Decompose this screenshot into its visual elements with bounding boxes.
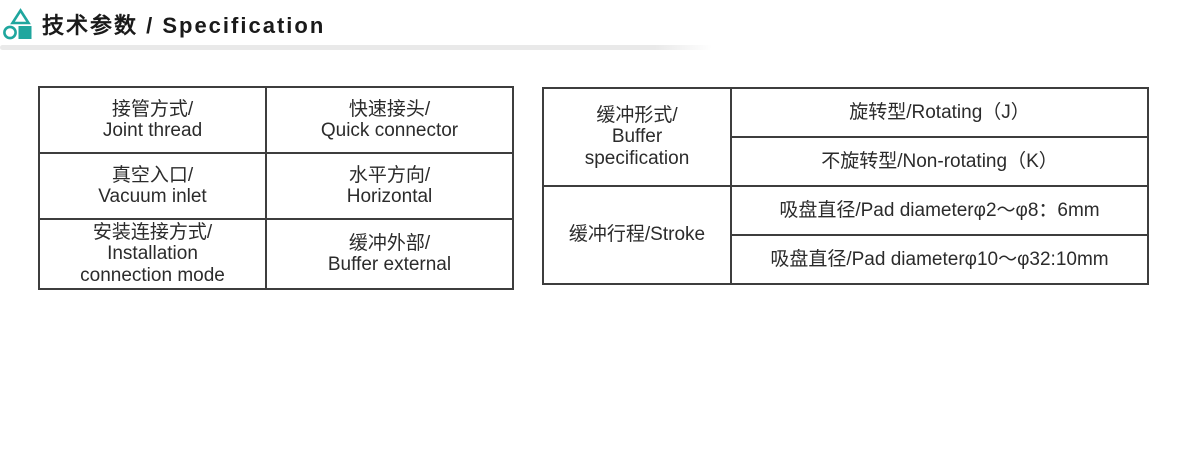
spec-label-joint-thread: 接管方式/ Joint thread xyxy=(38,86,267,154)
spec-label-buffer-specification: 缓冲形式/ Buffer specification xyxy=(542,87,732,187)
table-row: 缓冲行程/Stroke 吸盘直径/Pad diameterφ2～φ8：6mm xyxy=(542,185,1149,285)
table-row: 缓冲形式/ Buffer specification 旋转型/Rotating（… xyxy=(542,87,1149,187)
spec-value-quick-connector: 快速接头/ Quick connector xyxy=(265,86,514,154)
spec-value-stroke-small-pads: 吸盘直径/Pad diameterφ2～φ8：6mm xyxy=(730,185,1149,236)
spec-value-rotating: 旋转型/Rotating（J） xyxy=(730,87,1149,138)
spec-value-stroke-large-pads: 吸盘直径/Pad diameterφ10～φ32:10mm xyxy=(730,234,1149,285)
section-header: 技术参数 / Specification xyxy=(3,8,325,40)
joint-installation-spec-table: 接管方式/ Joint thread 快速接头/ Quick connector… xyxy=(38,86,514,290)
table-row: 接管方式/ Joint thread 快速接头/ Quick connector xyxy=(38,86,514,154)
page-title: 技术参数 / Specification xyxy=(42,13,326,38)
spec-label-installation-mode: 安装连接方式/ Installation connection mode xyxy=(38,218,267,290)
table-row: 不旋转型/Non-rotating（K） xyxy=(543,136,1149,187)
header-divider xyxy=(0,45,712,50)
spec-label-vacuum-inlet: 真空入口/ Vacuum inlet xyxy=(38,152,267,220)
spec-value-non-rotating: 不旋转型/Non-rotating（K） xyxy=(730,136,1149,187)
spec-value-buffer-external: 缓冲外部/ Buffer external xyxy=(265,218,514,290)
spec-label-buffer-stroke: 缓冲行程/Stroke xyxy=(542,185,732,285)
triangle-circle-square-icon xyxy=(3,8,32,40)
table-row: 真空入口/ Vacuum inlet 水平方向/ Horizontal xyxy=(38,152,514,220)
spec-value-horizontal: 水平方向/ Horizontal xyxy=(265,152,514,220)
table-row: 吸盘直径/Pad diameterφ10～φ32:10mm xyxy=(543,234,1149,285)
table-row: 安装连接方式/ Installation connection mode 缓冲外… xyxy=(38,218,514,290)
buffer-spec-table: 缓冲形式/ Buffer specification 旋转型/Rotating（… xyxy=(542,87,1149,285)
